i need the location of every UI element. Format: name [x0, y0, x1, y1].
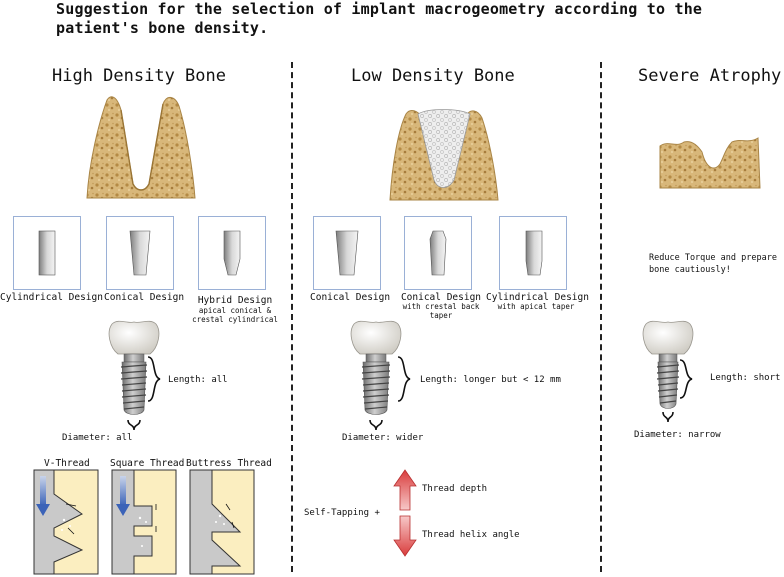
arrow-down-icon	[393, 515, 417, 557]
design-label-conical-low: Conical Design	[310, 292, 391, 303]
length-label-low: Length: longer but < 12 mm	[420, 375, 561, 385]
buttress-thread-diagram	[189, 469, 255, 575]
length-brace	[147, 356, 161, 402]
thread-depth-label: Thread depth	[422, 484, 488, 494]
column-heading-severe-atrophy: Severe Atrophy	[638, 66, 782, 86]
design-sub-apical-taper: with apical taper	[497, 302, 575, 311]
column-heading-low-density: Low Density Bone	[351, 66, 515, 86]
length-brace-low	[397, 356, 411, 402]
diameter-label-short: Diameter: narrow	[634, 430, 721, 440]
v-thread-diagram	[33, 469, 99, 575]
diameter-label-low: Diameter: wider	[342, 433, 424, 443]
design-label-apical-taper: Cylindrical Design	[486, 292, 589, 303]
thread-label-buttress: Buttress Thread	[186, 458, 272, 469]
design-box-apical-taper	[499, 216, 567, 290]
arrow-up-icon	[393, 469, 417, 511]
severe-atrophy-note: Reduce Torque and prepare bone cautiousl…	[649, 253, 777, 275]
implant-illustration	[108, 320, 160, 431]
thread-label-square: Square Thread	[110, 458, 185, 469]
thread-helix-label: Thread helix angle	[422, 530, 520, 540]
self-tapping-label: Self-Tapping +	[304, 508, 380, 518]
design-box-hybrid	[198, 216, 266, 290]
diameter-label-high: Diameter: all	[62, 433, 133, 443]
design-label-cylindrical: Cylindrical Design	[0, 292, 103, 303]
design-label-hybrid: Hybrid Design	[197, 295, 273, 306]
figure-title: Suggestion for the selection of implant …	[56, 0, 703, 37]
column-heading-high-density: High Density Bone	[52, 66, 226, 86]
high-density-bone-illustration	[86, 96, 196, 199]
length-brace-short	[679, 359, 693, 399]
column-divider	[600, 62, 602, 572]
design-box-back-taper	[404, 216, 472, 290]
design-sub-hybrid: apical conical & crestal cylindrical	[192, 306, 278, 324]
implant-illustration-low	[350, 320, 402, 431]
length-label-high: Length: all	[168, 375, 228, 385]
low-density-bone-illustration	[389, 109, 499, 201]
length-label-short: Length: short	[710, 373, 781, 383]
design-box-conical-low	[313, 216, 381, 290]
implant-illustration-short	[642, 320, 694, 423]
square-thread-diagram	[111, 469, 177, 575]
design-label-conical: Conical Design	[104, 292, 185, 303]
design-box-conical	[106, 216, 174, 290]
design-box-cylindrical	[13, 216, 81, 290]
column-divider	[291, 62, 293, 572]
severe-atrophy-bone-illustration	[659, 137, 761, 189]
design-sub-back-taper: with crestal back taper	[402, 302, 480, 320]
design-label-back-taper: Conical Design	[400, 292, 482, 303]
thread-label-v: V-Thread	[44, 458, 90, 469]
